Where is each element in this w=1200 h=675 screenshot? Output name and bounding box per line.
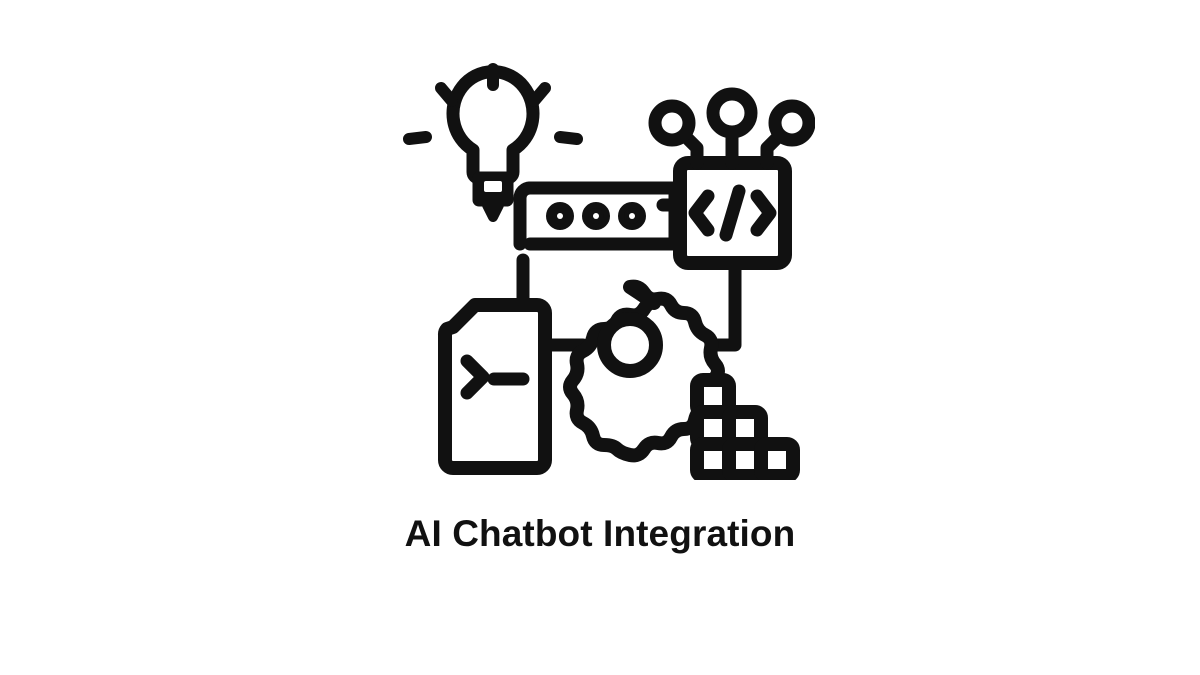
terminal-icon (438, 298, 552, 475)
node-circle-middle (706, 87, 758, 139)
blocks-stairs-icon (690, 373, 800, 480)
lightbulb-base-slot (484, 181, 502, 192)
gear-icon (563, 279, 725, 463)
node-circle-left (648, 99, 696, 147)
ai-chatbot-integration-illustration (403, 63, 815, 480)
code-block-icon (673, 156, 792, 270)
node-circle-right (768, 99, 815, 147)
page-title: AI Chatbot Integration (404, 513, 796, 554)
node-stem-left (678, 129, 704, 170)
code-symbol (688, 184, 777, 242)
terminal-prompt-chevron (460, 354, 490, 400)
browser-window-icon (513, 181, 682, 251)
lightbulb-tip (482, 200, 504, 222)
lightbulb-rays (403, 63, 583, 145)
node-stem-right (760, 129, 786, 170)
network-nodes-icon (648, 87, 815, 170)
browser-dots (546, 202, 646, 230)
gear-center-hole (597, 312, 663, 378)
lightbulb-icon (403, 63, 583, 222)
